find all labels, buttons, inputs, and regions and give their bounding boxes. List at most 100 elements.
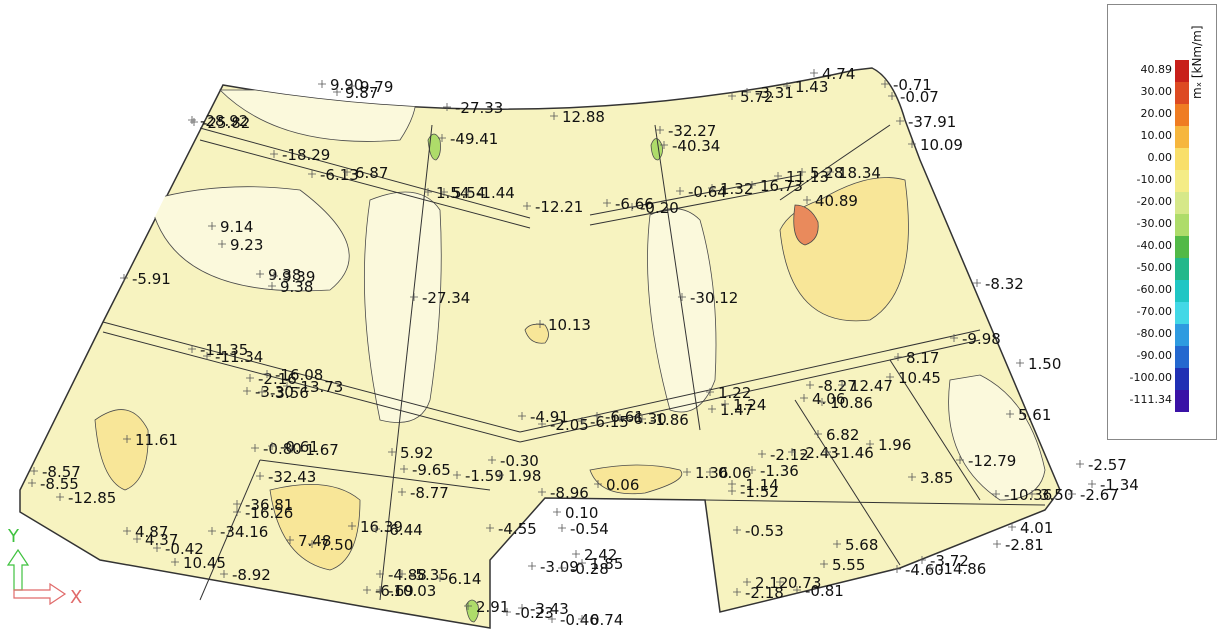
value-label: -6.66: [615, 195, 654, 213]
probe-marker: [803, 196, 811, 204]
probe-marker: [424, 188, 432, 196]
beam-top-right: [589, 174, 801, 216]
x-axis-label: X: [70, 587, 82, 608]
value-label: -40.34: [672, 137, 720, 155]
probe-marker: [616, 414, 624, 422]
value-label: 11.13: [786, 168, 829, 186]
legend-value: -90.00: [1136, 349, 1172, 362]
beam-diagonal-right: [779, 124, 891, 201]
light-zone-column-right: [647, 208, 717, 413]
probe-marker: [798, 168, 806, 176]
value-label: -37.91: [908, 113, 956, 131]
beam-top-diagonal-2: [199, 139, 531, 229]
value-label: -0.07: [900, 88, 939, 106]
value-label: 11.61: [135, 431, 178, 449]
probe-marker: [288, 445, 296, 453]
legend-row: 10.00: [1108, 126, 1218, 148]
value-label: -27.33: [455, 99, 503, 117]
value-label: 10.13: [548, 316, 591, 334]
probe-marker: [918, 556, 926, 564]
probe-marker: [748, 181, 756, 189]
value-label: -1.34: [1100, 476, 1139, 494]
value-label: 6.82: [826, 426, 859, 444]
probe-marker: [538, 420, 546, 428]
probe-marker: [28, 479, 36, 487]
probe-marker: [748, 466, 756, 474]
probe-marker: [814, 430, 822, 438]
probe-marker: [818, 398, 826, 406]
value-label: -0.20: [640, 199, 679, 217]
probe-marker: [464, 602, 472, 610]
probe-marker: [268, 442, 276, 450]
probe-marker: [333, 88, 341, 96]
legend-value: -30.00: [1136, 217, 1172, 230]
value-label: 4.06: [812, 390, 845, 408]
value-label: -8.55: [40, 475, 79, 493]
probe-marker: [823, 448, 831, 456]
probe-marker: [1076, 460, 1084, 468]
probe-marker: [678, 293, 686, 301]
probe-marker: [578, 417, 586, 425]
value-label: 2.42: [584, 546, 617, 564]
probe-marker: [820, 560, 828, 568]
probe-marker: [728, 92, 736, 100]
value-label: -6.15: [590, 413, 629, 431]
probe-marker: [1028, 490, 1036, 498]
probe-marker: [893, 565, 901, 573]
beam-right-v2: [794, 399, 901, 566]
legend-swatch: [1175, 302, 1189, 324]
legend-swatch: [1175, 324, 1189, 346]
value-label: -2.12: [770, 446, 809, 464]
legend-swatch: [1175, 170, 1189, 192]
probe-marker: [758, 450, 766, 458]
value-label: 10.86: [830, 394, 873, 412]
value-label: 1.22: [718, 384, 751, 402]
green-spot-top-left: [427, 133, 441, 161]
value-label: -9.98: [962, 330, 1001, 348]
probe-marker: [810, 69, 818, 77]
value-label: 16.39: [360, 518, 403, 536]
probe-marker: [926, 564, 934, 572]
value-label: -0.54: [570, 520, 609, 538]
hot-spot-right: [793, 204, 819, 246]
probe-marker: [263, 370, 271, 378]
legend-swatch: [1175, 60, 1189, 82]
probe-marker: [188, 345, 196, 353]
probe-marker: [706, 468, 714, 476]
probe-marker: [833, 540, 841, 548]
value-label: -49.41: [450, 130, 498, 148]
legend-swatch: [1175, 104, 1189, 126]
value-label: -12.85: [68, 489, 116, 507]
value-label: 1.24: [733, 396, 766, 414]
value-label: -1.59: [465, 467, 504, 485]
legend-value: 10.00: [1140, 129, 1173, 142]
beam-bottom-left: [259, 459, 491, 491]
value-label: -0.53: [745, 522, 784, 540]
probe-marker: [268, 282, 276, 290]
value-label: 4.01: [1020, 519, 1053, 537]
legend-swatch: [1175, 214, 1189, 236]
beam-vertical-right: [654, 124, 701, 431]
probe-marker: [538, 488, 546, 496]
value-label: -3.09: [540, 558, 579, 576]
value-label: -5.91: [132, 270, 171, 288]
probe-marker: [438, 134, 446, 142]
value-label: 1.96: [878, 436, 911, 454]
value-label: 5.54: [452, 184, 485, 202]
probe-marker: [256, 472, 264, 480]
probe-marker: [203, 352, 211, 360]
value-label: -32.27: [668, 122, 716, 140]
value-label: -0.71: [893, 76, 932, 94]
beam-mid-2: [519, 339, 981, 443]
legend-row: 20.00: [1108, 104, 1218, 126]
value-label: 0.10: [565, 504, 598, 522]
beam-vertical-left: [379, 124, 433, 601]
value-label: -8.96: [550, 484, 589, 502]
probe-marker: [400, 465, 408, 473]
probe-marker: [866, 440, 874, 448]
probe-marker: [733, 588, 741, 596]
value-label: -0.81: [805, 582, 844, 600]
value-label: 7.48: [298, 532, 331, 550]
probe-marker: [1008, 523, 1016, 531]
